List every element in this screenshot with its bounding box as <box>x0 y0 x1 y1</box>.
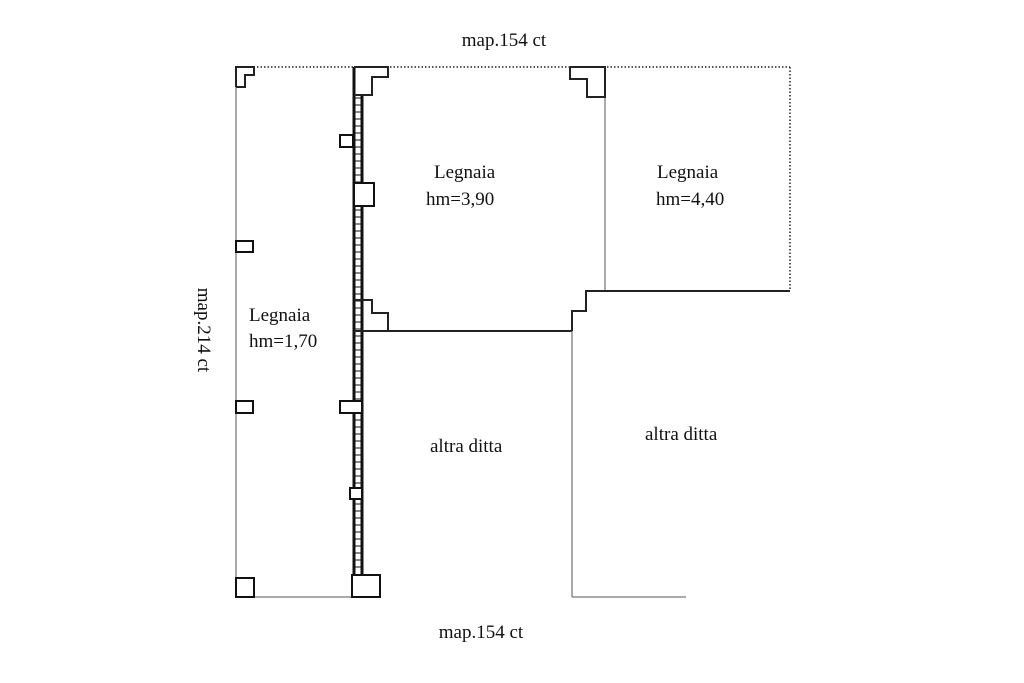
stepped-corner-wall <box>571 290 790 331</box>
pillar-center-mid <box>354 299 389 332</box>
bottom-map-label: map.154 ct <box>439 622 524 643</box>
pillar-left-2 <box>235 400 254 414</box>
pillar-left-bottom <box>235 577 255 598</box>
room-right-name: Legnaia <box>657 162 719 183</box>
neighbor-right-label: altra ditta <box>645 424 718 445</box>
room-middle-name: Legnaia <box>434 162 496 183</box>
room-left-name: Legnaia <box>249 305 311 326</box>
pillar-left-1 <box>235 240 254 253</box>
pillar-wall-3 <box>339 400 363 414</box>
pillar-wall-2 <box>353 182 375 207</box>
pillar-top-right <box>569 66 606 98</box>
pillar-wall-bottom <box>351 574 381 598</box>
top-map-label: map.154 ct <box>462 30 547 51</box>
left-map-label: map.214 ct <box>193 288 214 373</box>
pillar-top-center <box>354 66 389 96</box>
room-middle-height: hm=3,90 <box>426 189 494 210</box>
room-right-height: hm=4,40 <box>656 189 724 210</box>
pillar-wall-4 <box>349 487 363 500</box>
pillar-wall-1 <box>339 134 354 148</box>
neighbor-left-label: altra ditta <box>430 436 503 457</box>
pillar-top-left <box>235 66 255 88</box>
room-left-height: hm=1,70 <box>249 331 317 352</box>
